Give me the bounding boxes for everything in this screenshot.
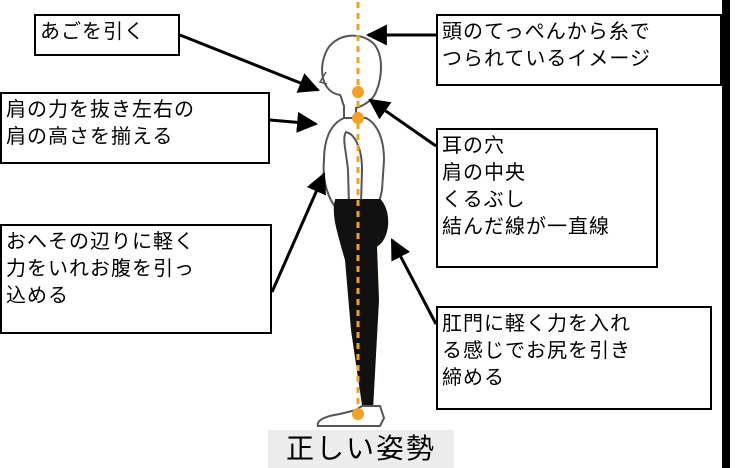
shoulder-label-line-2: 肩の高さを揃える bbox=[6, 124, 174, 148]
alignment-label: 耳の穴 肩の中央 くるぶし 結んだ線が一直線 bbox=[436, 128, 658, 268]
alignment-arrow bbox=[368, 98, 437, 148]
shoulder-point bbox=[352, 112, 364, 124]
figure-head bbox=[321, 34, 382, 119]
figure-legs bbox=[333, 199, 389, 414]
shoulder-label-line-1: 肩の力を抜き左右の bbox=[6, 97, 195, 121]
shoulder-label: 肩の力を抜き左右の 肩の高さを揃える bbox=[0, 92, 270, 164]
alignment-label-line-2: 肩の中央 bbox=[442, 160, 526, 184]
shoulder-arrow bbox=[269, 111, 319, 133]
figure-feet bbox=[316, 405, 386, 427]
chin-label-text: あごを引く bbox=[40, 19, 145, 43]
alignment-label-line-3: くるぶし bbox=[442, 187, 526, 211]
string-label: 頭のてっぺんから糸で つられているイメージ bbox=[436, 14, 722, 86]
belly-label: おへその辺りに軽く 力をいれお腹を引っ 込める bbox=[0, 224, 272, 334]
chin-arrow bbox=[179, 33, 320, 93]
belly-label-line-2: 力をいれお腹を引っ bbox=[6, 256, 195, 280]
ear-point bbox=[352, 86, 364, 98]
string-label-line-2: つられているイメージ bbox=[442, 46, 651, 70]
hips-label-line-1: 肛門に軽く力を入れ bbox=[442, 311, 631, 335]
alignment-label-line-4: 結んだ線が一直線 bbox=[442, 214, 610, 238]
hips-label-line-3: 締める bbox=[442, 365, 505, 389]
standing-figure bbox=[316, 34, 389, 427]
string-label-line-1: 頭のてっぺんから糸で bbox=[442, 19, 651, 43]
alignment-label-line-1: 耳の穴 bbox=[442, 133, 505, 157]
chin-label: あごを引く bbox=[34, 14, 180, 56]
hips-arrow bbox=[390, 238, 438, 325]
diagram-caption: 正しい姿勢 bbox=[268, 430, 454, 468]
hips-label-line-2: る感じでお尻を引き bbox=[442, 338, 631, 362]
right-border-bar bbox=[722, 0, 730, 468]
belly-arrow bbox=[270, 172, 326, 293]
ankle-point bbox=[352, 408, 364, 420]
belly-label-line-1: おへその辺りに軽く bbox=[6, 229, 195, 253]
belly-label-line-3: 込める bbox=[6, 283, 69, 307]
hips-label: 肛門に軽く力を入れ る感じでお尻を引き 締める bbox=[436, 306, 712, 410]
